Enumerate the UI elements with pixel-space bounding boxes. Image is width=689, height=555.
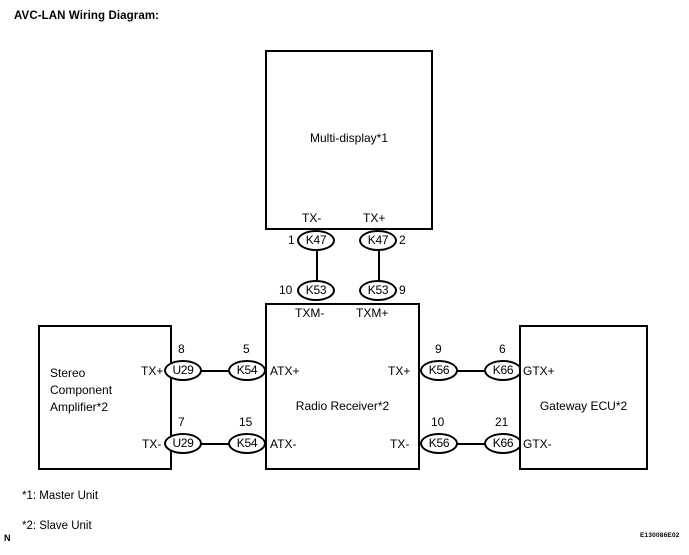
wire-u29-k54-top xyxy=(196,370,234,372)
connector-k66-top[interactable]: K66 xyxy=(484,360,522,381)
wire-k47-k53-right xyxy=(378,240,380,290)
radio-txm-plus-label: TXM+ xyxy=(356,306,389,320)
stereo-amplifier-label: Stereo Component Amplifier*2 xyxy=(50,366,113,414)
gateway-ecu-box xyxy=(519,325,648,470)
display-tx-minus-label: TX- xyxy=(302,211,322,225)
radio-txm-minus-label: TXM- xyxy=(295,306,325,320)
reference-code: E130086E02 xyxy=(640,532,680,539)
amp-tx-minus-label: TX- xyxy=(142,437,162,451)
page-title: AVC-LAN Wiring Diagram: xyxy=(14,10,160,22)
wire-k56-k66-top xyxy=(452,370,490,372)
gateway-ecu-label: Gateway ECU*2 xyxy=(539,399,628,413)
connector-k56-top-pin: 9 xyxy=(435,342,442,356)
connector-u29-bottom[interactable]: U29 xyxy=(164,433,202,454)
connector-k54-bottom-pin: 15 xyxy=(239,415,253,429)
connector-k53-left[interactable]: K53 xyxy=(297,280,335,301)
connector-u29-bottom-pin: 7 xyxy=(178,415,185,429)
wire-k56-k66-bottom xyxy=(452,443,490,445)
wire-k47-k53-left xyxy=(316,240,318,290)
radio-atx-minus-label: ATX- xyxy=(270,437,297,451)
connector-k47-right[interactable]: K47 xyxy=(359,230,397,251)
radio-tx-minus-label: TX- xyxy=(390,437,410,451)
gateway-gtx-plus-label: GTX+ xyxy=(523,364,555,378)
radio-receiver-label: Radio Receiver*2 xyxy=(295,399,390,413)
connector-k54-bottom[interactable]: K54 xyxy=(228,433,266,454)
connector-k56-top[interactable]: K56 xyxy=(420,360,458,381)
gateway-gtx-minus-label: GTX- xyxy=(523,437,552,451)
connector-k54-top[interactable]: K54 xyxy=(228,360,266,381)
multi-display-label: Multi-display*1 xyxy=(309,131,389,145)
stereo-amplifier-box xyxy=(38,325,172,470)
radio-receiver-box xyxy=(265,303,420,470)
display-tx-plus-label: TX+ xyxy=(363,211,386,225)
connector-k47-right-pin: 2 xyxy=(399,233,406,247)
connector-k53-right[interactable]: K53 xyxy=(359,280,397,301)
multi-display-box xyxy=(265,50,433,230)
footnote-slave-unit: *2: Slave Unit xyxy=(22,520,92,532)
connector-k66-bottom-pin: 21 xyxy=(495,415,509,429)
wire-u29-k54-bottom xyxy=(196,443,234,445)
footnote-master-unit: *1: Master Unit xyxy=(22,490,99,502)
corner-mark: N xyxy=(4,533,11,543)
amp-tx-plus-label: TX+ xyxy=(141,364,164,378)
connector-k66-bottom[interactable]: K66 xyxy=(484,433,522,454)
radio-tx-plus-label: TX+ xyxy=(388,364,411,378)
connector-k53-right-pin: 9 xyxy=(399,283,406,297)
connector-k53-left-pin: 10 xyxy=(279,283,293,297)
connector-u29-top-pin: 8 xyxy=(178,342,185,356)
radio-atx-plus-label: ATX+ xyxy=(270,364,300,378)
connector-k56-bottom-pin: 10 xyxy=(431,415,445,429)
connector-k66-top-pin: 6 xyxy=(499,342,506,356)
connector-k54-top-pin: 5 xyxy=(243,342,250,356)
connector-k56-bottom[interactable]: K56 xyxy=(420,433,458,454)
connector-u29-top[interactable]: U29 xyxy=(164,360,202,381)
connector-k47-left-pin: 1 xyxy=(288,233,295,247)
connector-k47-left[interactable]: K47 xyxy=(297,230,335,251)
